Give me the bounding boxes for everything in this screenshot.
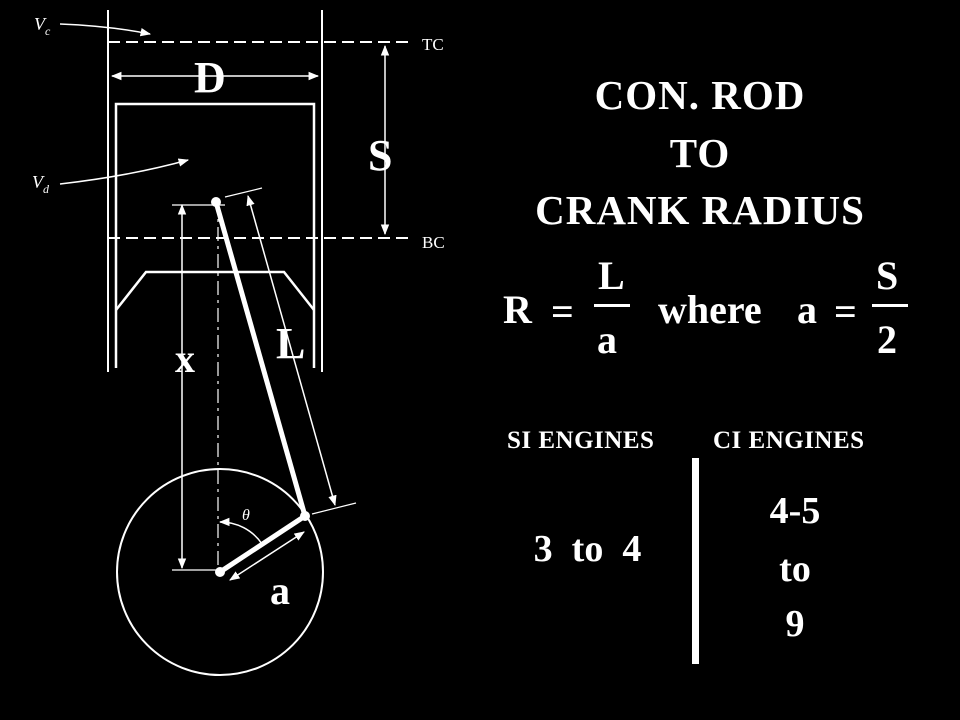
label-stroke: S: [368, 131, 392, 180]
title-line-3: CRANK RADIUS: [535, 187, 865, 233]
si-value: 3 to 4: [533, 528, 642, 570]
header-si-engines: SI ENGINES: [507, 427, 655, 454]
label-bore: D: [194, 53, 226, 102]
header-ci-engines: CI ENGINES: [713, 427, 865, 454]
ci-value-line-3: 9: [785, 603, 805, 645]
label-bc: BC: [422, 233, 445, 252]
vc-leader: [59, 23, 152, 37]
ci-value-line-2: to: [779, 548, 811, 590]
label-theta: θ: [242, 507, 250, 524]
ci-value-line-1: 4-5: [769, 490, 821, 532]
label-vc: Vc: [34, 14, 51, 38]
rod-dimension: [246, 194, 337, 507]
title-line-1: CON. ROD: [594, 72, 806, 118]
formula-denominator-1: a: [597, 317, 617, 362]
formula-numerator-1: L: [598, 253, 625, 298]
formula-numerator-2: S: [876, 253, 899, 298]
label-vd: Vd: [32, 172, 50, 196]
crank-pin: [300, 511, 310, 521]
formula-equals: =: [551, 289, 574, 334]
formula-denominator-2: 2: [877, 317, 897, 362]
crank-dimension: [229, 531, 305, 581]
title-line-2: TO: [669, 130, 731, 176]
table-divider: [692, 458, 699, 664]
piston-crown: [115, 270, 315, 311]
crank-circle: [116, 468, 324, 676]
piston-pin: [211, 197, 221, 207]
formula-variable: a: [797, 287, 817, 332]
formula-lhs: R: [503, 287, 532, 332]
vd-leader: [59, 158, 190, 185]
label-tc: TC: [422, 35, 444, 54]
fraction-bar-1: [594, 304, 630, 307]
label-crank: a: [270, 568, 290, 613]
fraction-bar-2: [872, 304, 908, 307]
crank-center: [215, 567, 225, 577]
formula-equals-2: =: [834, 289, 857, 334]
label-rod: L: [276, 319, 305, 368]
crank-arm: [218, 513, 307, 575]
theta-arc: [218, 517, 263, 545]
label-x: x: [175, 336, 195, 381]
formula-where: where: [658, 287, 762, 332]
